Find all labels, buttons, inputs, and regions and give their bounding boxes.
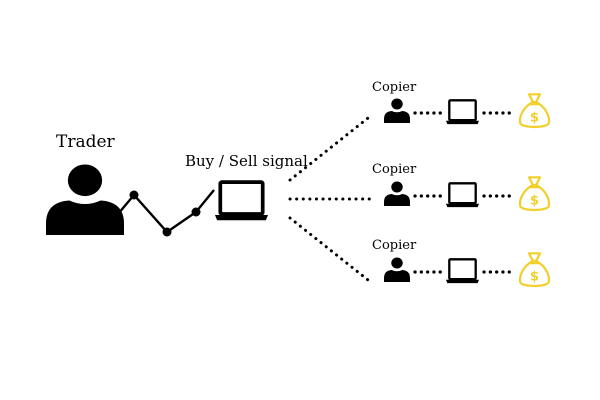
copier-laptop-icon bbox=[444, 258, 481, 285]
connector-to-copier-3 bbox=[288, 216, 370, 282]
money-bag-icon bbox=[518, 93, 551, 129]
buy-sell-signal-label: Buy / Sell signal bbox=[185, 152, 308, 170]
copier-laptop-icon bbox=[444, 182, 481, 209]
copier-label: Copier bbox=[372, 238, 417, 253]
copier-label: Copier bbox=[372, 80, 417, 95]
copier-row-2 bbox=[384, 176, 551, 212]
money-bag-icon bbox=[518, 176, 551, 212]
price-chart-line bbox=[117, 189, 215, 237]
money-bag-icon bbox=[518, 252, 551, 288]
copier-person-icon bbox=[384, 181, 410, 206]
trader-label: Trader bbox=[56, 132, 115, 152]
trader-person-icon bbox=[46, 164, 124, 235]
copier-laptop-icon bbox=[444, 99, 481, 126]
copier-label: Copier bbox=[372, 162, 417, 177]
signal-connectors bbox=[288, 116, 372, 282]
copier-person-icon bbox=[384, 98, 410, 123]
signal-laptop-icon bbox=[213, 180, 270, 223]
copier-row-1 bbox=[384, 93, 551, 129]
connector-to-copier-1 bbox=[288, 116, 370, 182]
copier-person-icon bbox=[384, 257, 410, 282]
copier-row-3 bbox=[384, 252, 551, 288]
